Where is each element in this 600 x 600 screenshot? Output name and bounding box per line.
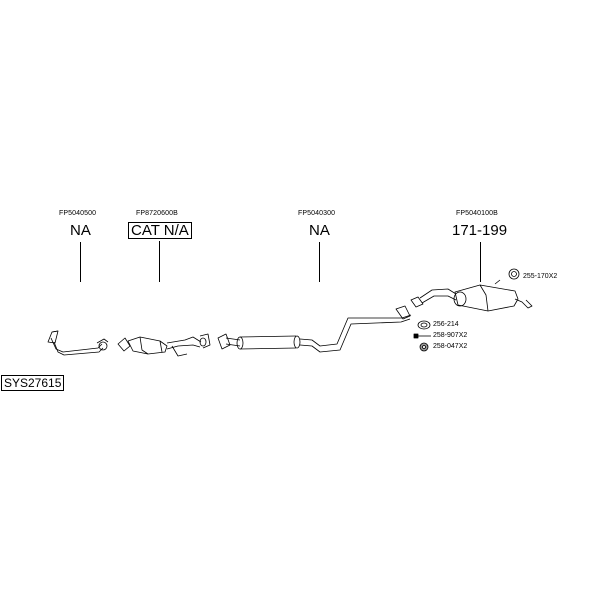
- part-code-4: FP5040100B: [456, 210, 498, 217]
- accessory-label-3: 258-907X2: [433, 332, 468, 339]
- part-price-2[interactable]: CAT N/A: [128, 222, 192, 239]
- part-price-1[interactable]: NA: [70, 222, 91, 239]
- rear-muffler[interactable]: [410, 279, 533, 312]
- accessory-label-4: 258-047X2: [433, 343, 468, 350]
- part-code-2: FP8720600B: [136, 210, 178, 217]
- part-code-3: FP5040300: [298, 210, 336, 217]
- part-price-4[interactable]: 171-199: [452, 222, 508, 239]
- system-id-label: SYS27615: [1, 375, 65, 391]
- leader-line-2: [159, 241, 160, 282]
- nut-icon: [419, 342, 429, 352]
- leader-line-4: [480, 242, 481, 282]
- center-pipe[interactable]: [217, 305, 412, 353]
- accessory-label-2: 256-214: [433, 321, 459, 328]
- part-code-1: FP5040500: [59, 210, 97, 217]
- front-pipe[interactable]: [47, 330, 109, 356]
- part-price-3[interactable]: NA: [309, 222, 330, 239]
- clamp-ring-icon: [508, 268, 520, 280]
- leader-line-3: [319, 242, 320, 282]
- gasket-ring-icon: [417, 320, 431, 330]
- bolt-icon: [413, 333, 431, 339]
- leader-line-1: [80, 242, 81, 282]
- catalytic-converter[interactable]: [117, 333, 211, 357]
- accessory-label-1: 255-170X2: [523, 273, 558, 280]
